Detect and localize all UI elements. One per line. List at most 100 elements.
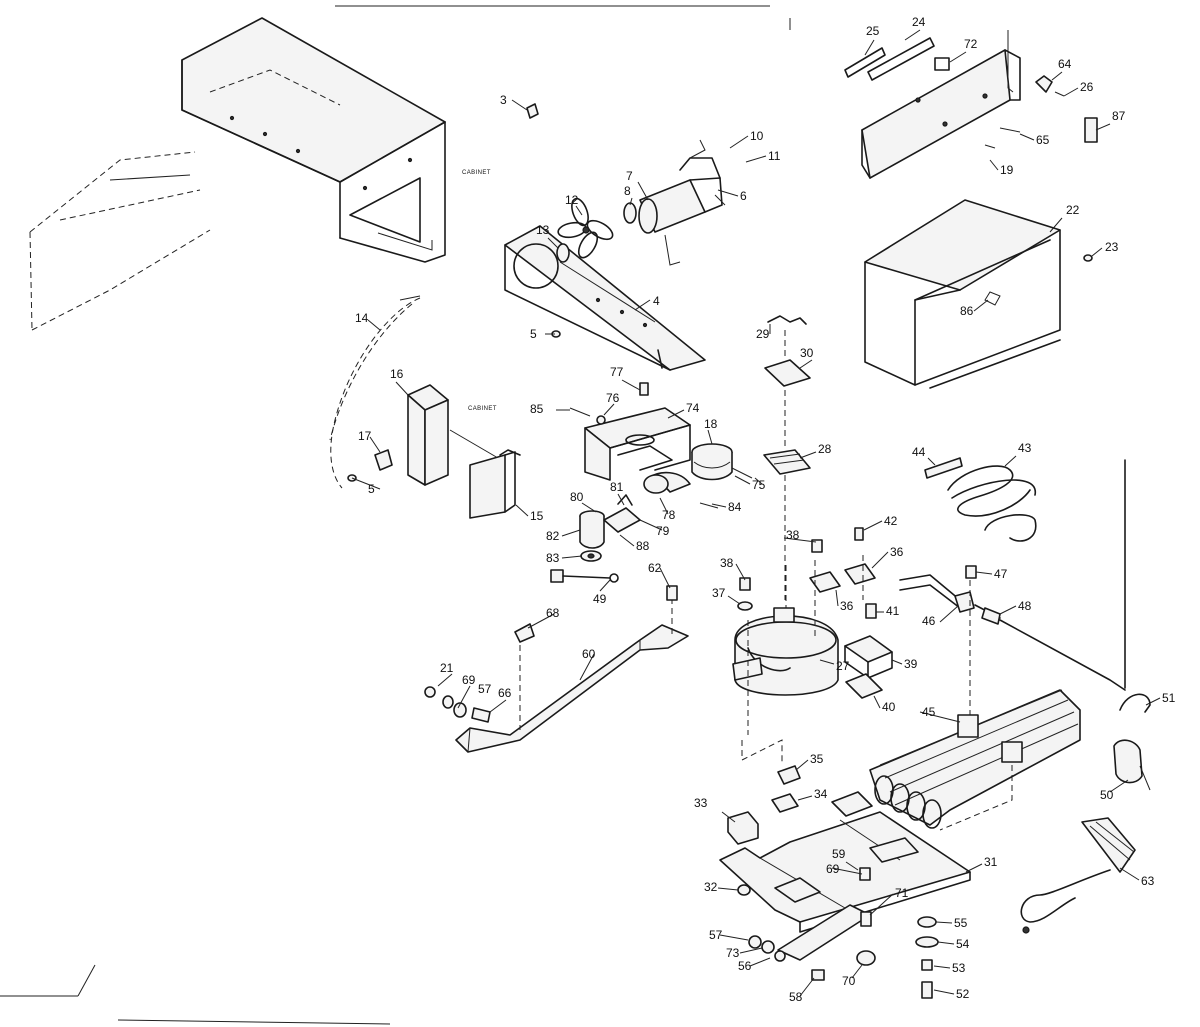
part-number: 63 [1141,874,1155,888]
part-number: 10 [750,129,764,143]
leader-line [933,989,955,995]
leader-line [873,695,881,709]
leader-line [835,589,839,607]
leader-line [891,659,903,665]
part-number: 88 [636,539,650,553]
leader-line [367,319,381,331]
part-number: 29 [756,327,770,341]
part-number: 34 [814,787,828,801]
part-number: 55 [954,916,968,930]
leader-line [621,379,641,391]
part-number: 33 [694,796,708,810]
leader-line [515,504,529,517]
power-cord [1020,817,1136,934]
leader-line [1049,217,1063,233]
part-number: 18 [704,417,718,431]
part-number: 43 [1018,441,1032,455]
fan-hub-nut [556,243,570,263]
leader-line [799,359,813,369]
leader-line [1019,133,1035,141]
leader-line [935,921,953,924]
leader-line [965,863,983,873]
part-number: 74 [686,401,700,415]
leader-line [863,520,883,531]
part-number: 75 [752,478,766,492]
leader-line [351,477,381,490]
part-number: 51 [1162,691,1176,705]
leader-line [797,795,813,801]
leader-line [927,457,936,466]
part-number: 47 [994,567,1008,581]
run-capacitor [691,443,753,481]
part-number: 27 [836,659,850,673]
part-number: 32 [704,880,718,894]
fan-bracket [504,225,706,371]
leader-line [561,555,583,559]
part-number: 36 [840,599,854,613]
mounting-hardware-bottom [737,867,939,999]
part-number: 48 [1018,599,1032,613]
top-cover-plate [844,30,1098,179]
page-border-fragments [0,5,791,1025]
leader-line [937,941,955,945]
cabinet-shell-left-partial [29,151,211,331]
leader-line [634,299,651,311]
leader-line [1063,87,1079,97]
cabinet-label-top: CABINET [462,170,491,176]
terminal-cover [763,315,811,623]
part-number: 7 [626,169,633,183]
compressor-mounts [737,527,893,699]
leader-line [1091,247,1103,257]
leader-line [637,181,649,201]
part-number: 57 [478,682,492,696]
leader-line [1004,455,1017,467]
leader-line [369,436,381,453]
part-number: 49 [593,592,607,606]
fan-blade [557,197,614,259]
part-number: 8 [624,184,631,198]
leader-line [864,39,875,56]
leader-line [845,861,859,871]
compressor [732,565,839,735]
leader-line [575,205,583,216]
thermostat-bulb [1113,693,1151,791]
part-number: 62 [648,561,662,575]
leader-line [783,537,817,543]
wiring-harness [329,295,421,489]
leader-line [489,699,507,713]
part-number: 66 [498,686,512,700]
leader-line [727,595,741,605]
cabinet-top-panel [181,17,446,263]
leader-line [735,563,746,581]
leader-line [617,493,625,506]
part-number: 13 [536,223,550,237]
part-number: 38 [786,528,800,542]
part-number: 56 [738,959,752,973]
leader-line [939,605,959,623]
part-number: 30 [800,346,814,360]
part-number: 5 [530,327,537,341]
leader-line [729,135,749,149]
evaporator-coil [869,689,1081,831]
part-number: 83 [546,551,560,565]
part-number: 57 [709,928,723,942]
part-number: 6 [740,189,747,203]
part-number: 45 [922,705,936,719]
part-number: 22 [1066,203,1080,217]
part-number: 25 [866,24,880,38]
leader-line [547,237,559,249]
part-number: 35 [810,752,824,766]
leader-line [871,551,889,569]
part-number: 81 [610,480,624,494]
part-number: 80 [570,490,584,504]
part-number: 16 [390,367,404,381]
part-number: 44 [912,445,926,459]
part-number: 46 [922,614,936,628]
fan-housing [584,407,691,494]
part-number: 24 [912,15,926,29]
cabinet-label-middle: CABINET [468,406,497,412]
part-number: 52 [956,987,970,1001]
leader-line [437,673,453,687]
ground-wire [550,569,619,583]
leader-line [619,534,635,547]
